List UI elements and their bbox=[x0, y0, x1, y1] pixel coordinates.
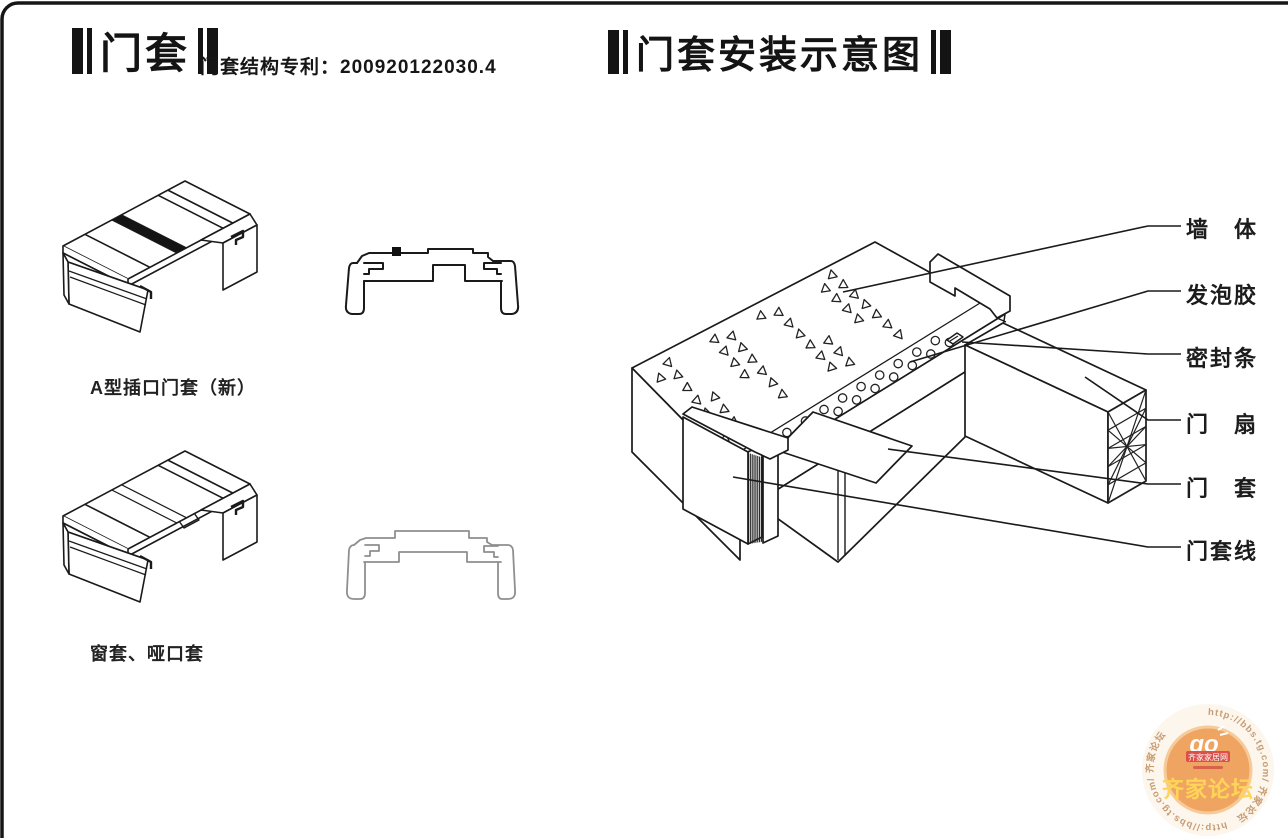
leader-wall bbox=[842, 225, 1181, 293]
page-title-right-text: 门套安装示意图 bbox=[636, 35, 924, 77]
figure-a-caption: A型插口门套（新） bbox=[90, 378, 256, 398]
patent-note: 门套结构专利：200920122030.4 bbox=[200, 57, 497, 78]
title-bar bbox=[207, 27, 219, 74]
leader-foam bbox=[909, 290, 1181, 363]
figure-a-profile bbox=[344, 247, 520, 315]
title-bar bbox=[87, 27, 92, 74]
casing-line-boards bbox=[682, 406, 789, 545]
watermark-disc bbox=[1163, 725, 1253, 815]
title-bar bbox=[608, 29, 619, 74]
leader-seal bbox=[961, 341, 1181, 355]
leader-casing-line bbox=[732, 476, 1181, 548]
watermark-site-name: 齐家论坛 bbox=[1162, 777, 1254, 802]
label-seal-strip: 密封条 bbox=[1186, 346, 1259, 371]
label-door-casing: 门 套 bbox=[1186, 476, 1259, 501]
leaf-end-grain-hatch bbox=[1107, 389, 1147, 504]
title-bar bbox=[931, 29, 937, 74]
casing-cap bbox=[929, 253, 1011, 319]
watermark-badge bbox=[1186, 751, 1230, 762]
label-door-leaf: 门 扇 bbox=[1186, 412, 1259, 437]
watermark-fine-print bbox=[1193, 766, 1223, 769]
label-wall: 墙 体 bbox=[1186, 217, 1259, 242]
page-title-right: 门套安装示意图 bbox=[608, 24, 952, 79]
title-bar bbox=[72, 27, 83, 74]
installation-diagram bbox=[631, 225, 1181, 563]
title-bar bbox=[940, 29, 952, 74]
label-casing-line: 门套线 bbox=[1186, 539, 1259, 564]
leader-lines bbox=[732, 225, 1181, 548]
leader-door-casing bbox=[887, 448, 1181, 485]
title-bar bbox=[198, 27, 204, 74]
figure-a-3d bbox=[62, 180, 258, 333]
seal-strip-detail bbox=[946, 332, 964, 345]
page-title-left: 门套 bbox=[72, 20, 219, 81]
page-title-left-text: 门套 bbox=[100, 30, 191, 77]
watermark-badge-text: 齐家家居网 bbox=[1188, 752, 1228, 762]
watermark-stamp: http://bbs.tg.com/ 齐家论坛 http://bbs.tg.co… bbox=[1142, 704, 1274, 836]
figure-b-3d bbox=[62, 450, 258, 603]
title-bar bbox=[623, 29, 628, 74]
door-leaf bbox=[964, 322, 1147, 504]
leader-door-leaf bbox=[1084, 376, 1181, 421]
logo-spark-icon bbox=[1217, 725, 1229, 736]
figure-b-caption: 窗套、哑口套 bbox=[90, 644, 204, 664]
label-foam-glue: 发泡胶 bbox=[1186, 283, 1259, 308]
figure-b-profile bbox=[345, 530, 517, 600]
